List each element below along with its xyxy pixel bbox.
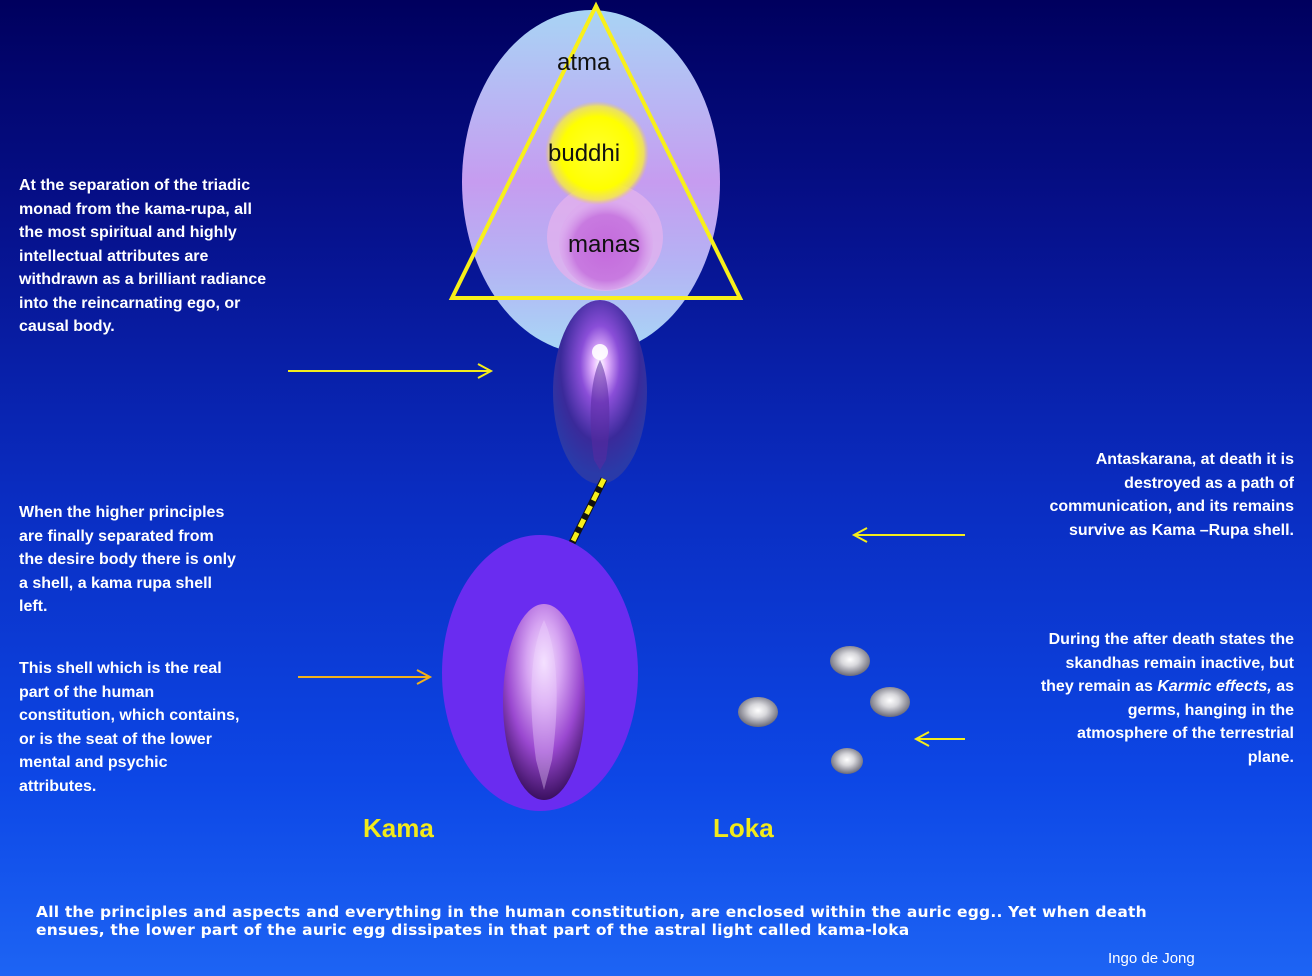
text-line: When the higher principles xyxy=(19,501,299,525)
arrow-to-skandhas xyxy=(916,732,965,746)
text-line: During the after death states the xyxy=(960,628,1294,652)
text-line: the most spiritual and highly xyxy=(19,221,339,245)
footer-caption: All the principles and aspects and every… xyxy=(36,903,1306,939)
text-line: constitution, which contains, xyxy=(19,704,299,728)
skandha-germ xyxy=(830,646,870,676)
text-line: This shell which is the real xyxy=(19,657,299,681)
shell-text: This shell which is the real part of the… xyxy=(19,657,299,798)
text-line: attributes. xyxy=(19,775,299,799)
arrow-to-kama-shell xyxy=(298,670,430,684)
author-credit: Ingo de Jong xyxy=(1108,950,1195,967)
atma-label: atma xyxy=(557,49,610,77)
text-line: plane. xyxy=(960,746,1294,770)
text-line: are finally separated from xyxy=(19,525,299,549)
text-line: the desire body there is only xyxy=(19,548,299,572)
text-line: a shell, a kama rupa shell xyxy=(19,572,299,596)
text-line: mental and psychic xyxy=(19,751,299,775)
separation-text: At the separation of the triadic monad f… xyxy=(19,174,339,339)
text-line: survive as Kama –Rupa shell. xyxy=(960,519,1294,543)
skandha-germ xyxy=(870,687,910,717)
higher-principles-text: When the higher principles are finally s… xyxy=(19,501,299,619)
text-line: withdrawn as a brilliant radiance xyxy=(19,268,339,292)
text-line: skandhas remain inactive, but xyxy=(960,652,1294,676)
text-span: as xyxy=(1272,678,1294,695)
text-line: germs, hanging in the xyxy=(960,699,1294,723)
text-line: part of the human xyxy=(19,681,299,705)
text-line: they remain as Karmic effects, as xyxy=(960,675,1294,699)
causal-figure-glow xyxy=(592,344,608,360)
text-line: into the reincarnating ego, or xyxy=(19,292,339,316)
buddhi-label: buddhi xyxy=(548,140,620,168)
kama-label: Kama xyxy=(363,813,434,844)
text-line: monad from the kama-rupa, all xyxy=(19,198,339,222)
arrow-to-causal-body xyxy=(288,364,491,378)
arrow-to-antaskarana xyxy=(854,528,965,542)
text-line: atmosphere of the terrestrial xyxy=(960,722,1294,746)
loka-label: Loka xyxy=(713,813,774,844)
text-span: they remain as xyxy=(1041,678,1158,695)
antaskarana-text: Antaskarana, at death it is destroyed as… xyxy=(960,448,1294,542)
text-line: causal body. xyxy=(19,315,339,339)
skandha-germ xyxy=(831,748,863,774)
text-line: communication, and its remains xyxy=(960,495,1294,519)
footer-line: ensues, the lower part of the auric egg … xyxy=(36,921,1306,939)
text-line: left. xyxy=(19,595,299,619)
text-line: or is the seat of the lower xyxy=(19,728,299,752)
text-line: At the separation of the triadic xyxy=(19,174,339,198)
text-line: intellectual attributes are xyxy=(19,245,339,269)
skandha-germ xyxy=(738,697,778,727)
manas-label: manas xyxy=(568,231,640,259)
text-line: Antaskarana, at death it is xyxy=(960,448,1294,472)
text-line: destroyed as a path of xyxy=(960,472,1294,496)
footer-line: All the principles and aspects and every… xyxy=(36,903,1306,921)
skandhas-text: During the after death states the skandh… xyxy=(960,628,1294,769)
karmic-effects-emphasis: Karmic effects, xyxy=(1157,678,1271,695)
